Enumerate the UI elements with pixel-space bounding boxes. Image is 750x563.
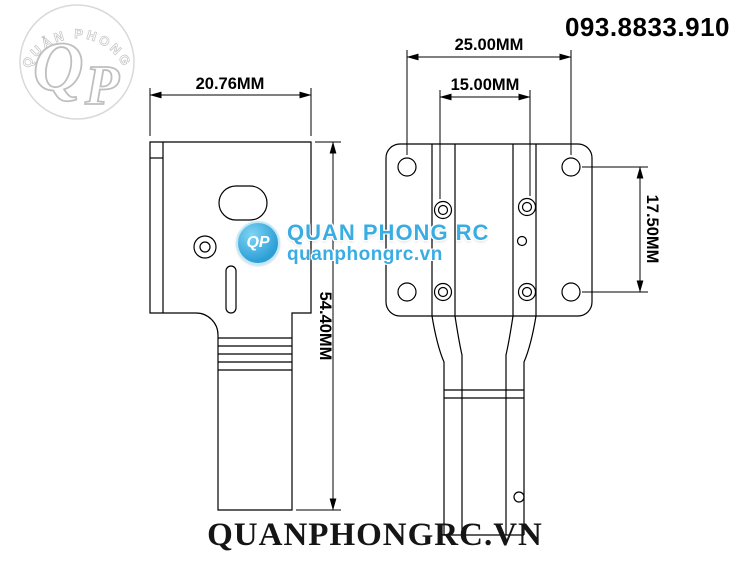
- side-view: [149, 141, 312, 511]
- corner-hole: [397, 282, 417, 302]
- logo-monogram-q: Q: [33, 29, 84, 106]
- watermark: QP QUAN PHONG RC quanphongrc.vn: [236, 221, 489, 265]
- dim-front-inner: 15.00MM: [451, 76, 520, 94]
- side-slot: [218, 185, 268, 221]
- dimension-labels: 20.76MM 54.40MM 25.00MM 15.00MM 17.50MM: [196, 36, 661, 360]
- pin-hole: [516, 235, 528, 247]
- front-view: [385, 143, 593, 536]
- side-bolt-hole-inner: [199, 241, 211, 253]
- corner-hole: [561, 282, 581, 302]
- logo-ring: [19, 4, 135, 120]
- side-view-outline: [149, 141, 312, 511]
- strut: [431, 315, 537, 536]
- fork-arms: [431, 144, 537, 316]
- watermark-logo-badge: QP: [236, 221, 280, 265]
- logo-monogram-p: P: [84, 55, 120, 117]
- watermark-logo-initials: QP: [246, 234, 270, 251]
- watermark-text: QUAN PHONG RC quanphongrc.vn: [287, 221, 489, 264]
- phone-number: 093.8833.910: [564, 12, 730, 42]
- dim-side-height: 54.40MM: [316, 292, 334, 361]
- watermark-title: QUAN PHONG RC: [287, 220, 490, 246]
- side-bolt-hole-outer: [193, 235, 217, 259]
- screw-holes: [433, 197, 537, 302]
- corner-hole: [397, 157, 417, 177]
- footer-site: QUANPHONGRC.VN: [207, 517, 543, 553]
- dim-side-width: 20.76MM: [196, 75, 265, 93]
- side-strut-slot: [225, 265, 237, 314]
- corner-hole: [561, 157, 581, 177]
- watermark-subtitle: quanphongrc.vn: [287, 243, 443, 265]
- dimension-lines: [149, 50, 648, 511]
- axle-hole: [513, 491, 525, 503]
- dim-front-vertical: 17.50MM: [643, 195, 661, 264]
- side-spring-lines: [218, 337, 292, 371]
- mount-plate: [385, 143, 593, 317]
- brand-logo: QUẢN PHONG Q P: [19, 4, 135, 120]
- dim-front-outer: 25.00MM: [455, 36, 524, 54]
